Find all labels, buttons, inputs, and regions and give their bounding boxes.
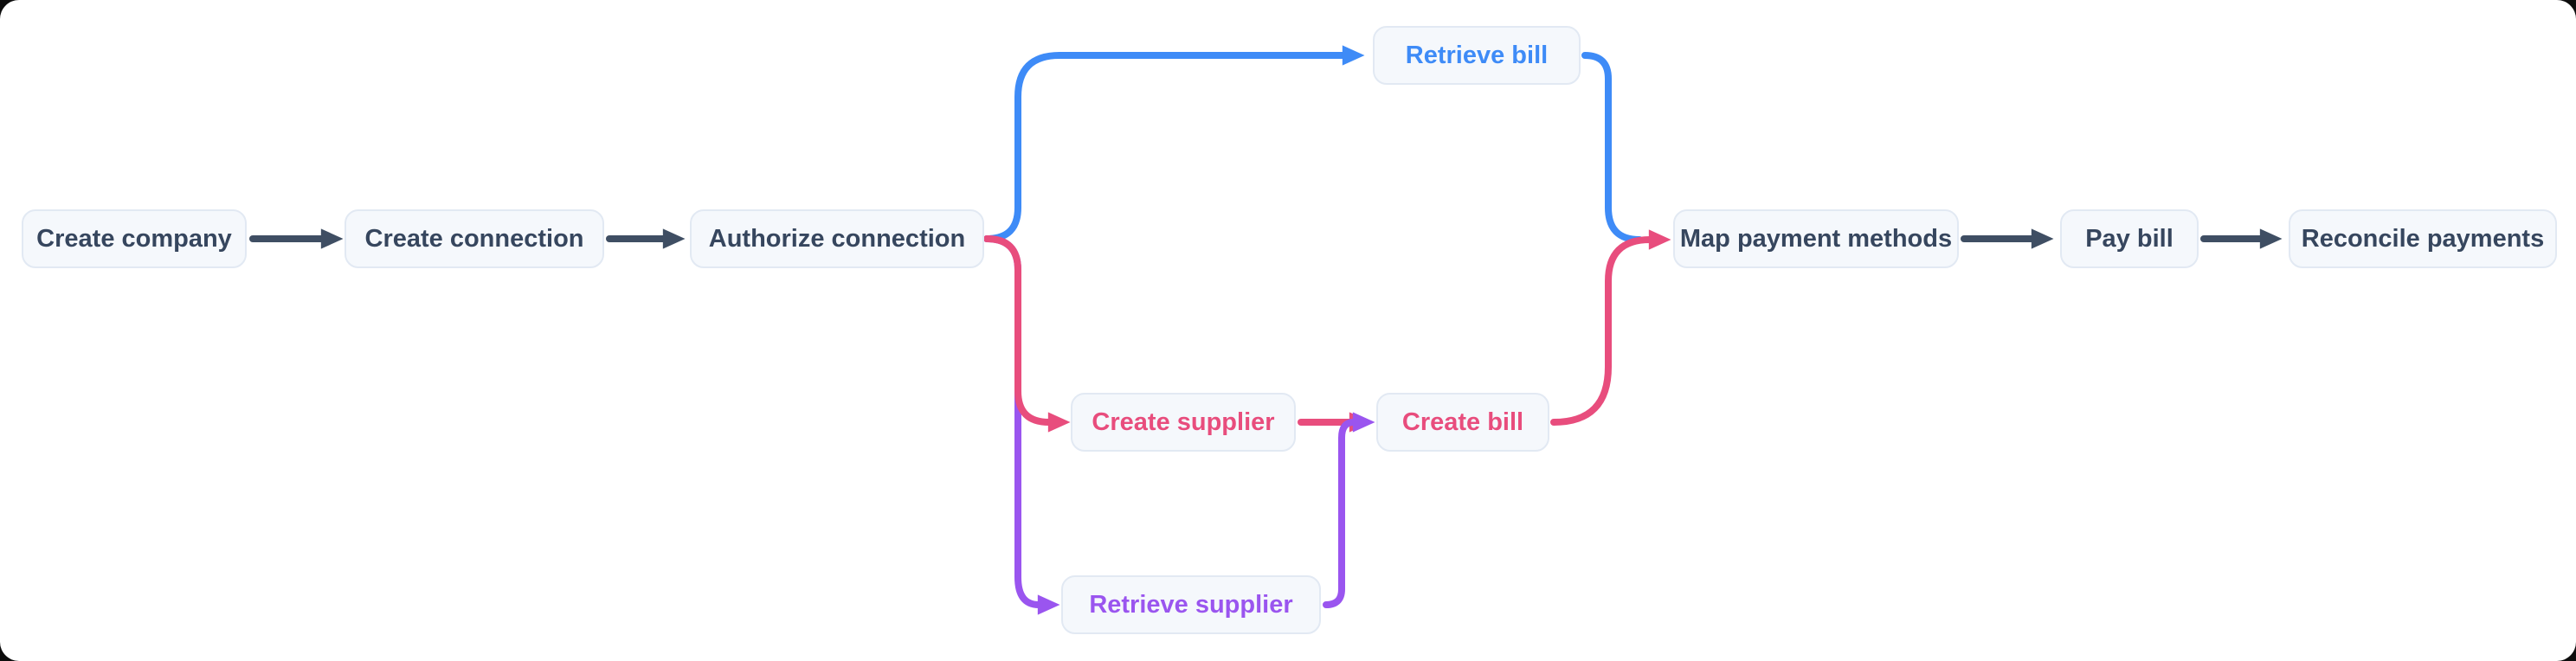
edge-retrieve-bill-to-map-payment-methods xyxy=(1581,52,1643,243)
node-label: Pay bill xyxy=(2085,224,2174,253)
node-label: Map payment methods xyxy=(1679,224,1953,253)
node-pay-bill: Pay bill xyxy=(2060,209,2199,268)
node-label: Create company xyxy=(36,224,232,253)
node-create-supplier: Create supplier xyxy=(1071,393,1296,452)
node-label: Retrieve bill xyxy=(1405,41,1549,69)
edge-authorize-connection-to-create-supplier xyxy=(983,235,1071,433)
node-create-bill: Create bill xyxy=(1376,393,1549,452)
edge-retrieve-supplier-to-create-bill xyxy=(1323,412,1375,608)
node-authorize-connection: Authorize connection xyxy=(690,209,984,268)
node-label: Reconcile payments xyxy=(2301,224,2545,253)
node-label: Create bill xyxy=(1401,408,1524,436)
node-create-company: Create company xyxy=(22,209,247,268)
node-label: Create supplier xyxy=(1092,408,1275,436)
node-reconcile-payments: Reconcile payments xyxy=(2289,209,2557,268)
node-retrieve-bill: Retrieve bill xyxy=(1373,26,1581,85)
node-retrieve-supplier: Retrieve supplier xyxy=(1061,575,1321,634)
node-label: Authorize connection xyxy=(708,224,966,253)
node-label: Retrieve supplier xyxy=(1089,590,1293,619)
node-create-connection: Create connection xyxy=(345,209,604,268)
node-label: Create connection xyxy=(364,224,584,253)
edge-authorize-connection-to-retrieve-bill xyxy=(983,45,1365,242)
node-map-payment-methods: Map payment methods xyxy=(1673,209,1959,268)
edge-create-bill-to-map-payment-methods xyxy=(1550,229,1671,426)
